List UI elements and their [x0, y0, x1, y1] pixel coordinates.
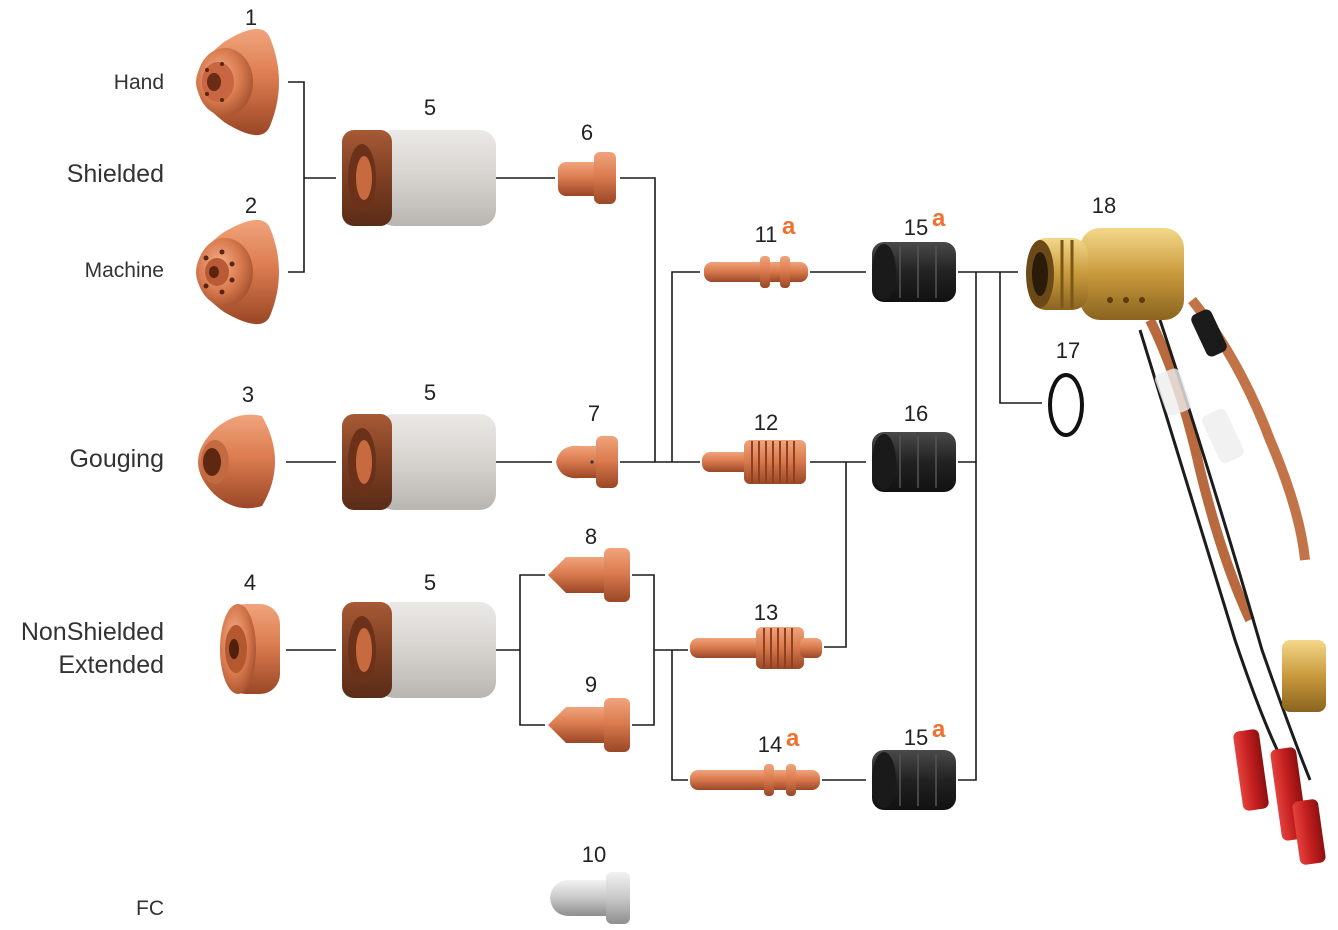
superscript-14: a [786, 725, 800, 752]
part-number-15b: 15 [904, 725, 928, 750]
label-fc: FC [136, 897, 164, 920]
deflector-nonshielded [220, 604, 280, 694]
part-number-4: 4 [244, 570, 256, 595]
label-hand: Hand [114, 71, 164, 94]
shield-cap-machine [196, 219, 279, 325]
nozzle-6 [558, 152, 616, 204]
superscript-11: a [782, 213, 796, 240]
electrode-12 [702, 440, 806, 484]
torch-head [1026, 228, 1326, 865]
retaining-cup-shielded [342, 130, 496, 226]
part-number-11: 11 [755, 222, 778, 247]
part-number-5b: 5 [424, 380, 436, 405]
electrode-13 [690, 627, 822, 669]
part-number-8: 8 [585, 524, 597, 549]
part-number-18: 18 [1092, 193, 1116, 218]
shield-cap-hand [196, 28, 279, 136]
part-number-3: 3 [242, 382, 254, 407]
part-number-15a: 15 [904, 215, 928, 240]
label-machine: Machine [85, 259, 164, 282]
part-number-2: 2 [245, 193, 257, 218]
electrode-14 [690, 764, 820, 796]
part-number-12: 12 [754, 410, 778, 435]
nozzle-9 [548, 698, 630, 752]
part-number-6: 6 [581, 120, 593, 145]
nozzle-8 [548, 548, 630, 602]
label-extended: Extended [58, 651, 164, 679]
part-number-14: 14 [758, 732, 782, 757]
swirl-ring-16 [872, 432, 956, 492]
swirl-ring-15-top [872, 242, 956, 302]
part-number-17: 17 [1056, 338, 1080, 363]
label-shielded: Shielded [67, 160, 164, 188]
superscript-15a: a [932, 205, 946, 232]
part-number-10: 10 [582, 842, 606, 867]
part-number-5c: 5 [424, 570, 436, 595]
retaining-cup-nonshielded [342, 602, 496, 698]
retaining-cup-gouging [342, 414, 496, 510]
label-nonshielded: NonShielded [21, 618, 164, 646]
shield-cap-gouging [198, 414, 275, 509]
part-number-13: 13 [754, 600, 778, 625]
part-number-1: 1 [245, 5, 257, 30]
connector-lines [286, 81, 1042, 781]
part-number-9: 9 [585, 672, 597, 697]
nozzle-7 [556, 436, 618, 488]
electrode-11 [704, 256, 808, 288]
o-ring-icon [1048, 373, 1084, 437]
label-gouging: Gouging [69, 445, 164, 473]
nozzle-fc [550, 872, 630, 924]
part-number-7: 7 [588, 401, 600, 426]
swirl-ring-15-bottom [872, 750, 956, 810]
part-number-5a: 5 [424, 95, 436, 120]
part-number-16: 16 [904, 401, 928, 426]
superscript-15b: a [932, 716, 946, 743]
